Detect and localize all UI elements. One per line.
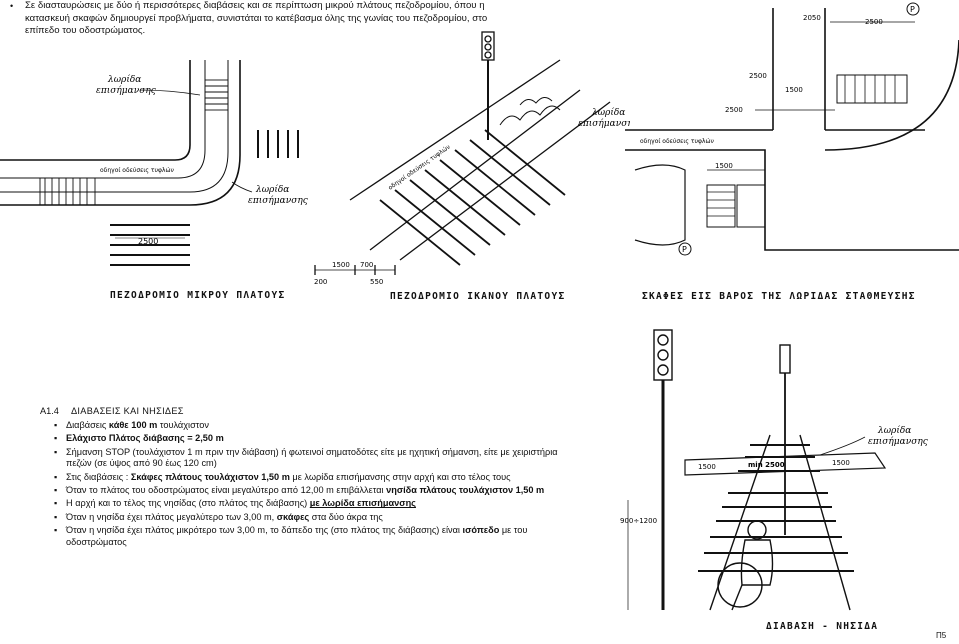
d3-dim-e: 1500 — [785, 86, 803, 94]
d4-caption: ΔΙΑΒΑΣΗ - ΝΗΣΙΔΑ — [766, 621, 879, 632]
list-item-text: Όταν η νησίδα έχει πλάτος μικρότερο των … — [66, 525, 463, 536]
drawing-narrow-sidewalk: λωρίδα επισήμανσης λωρίδα επισήμανσης οδ… — [0, 60, 309, 266]
d4-dim3: 1500 — [832, 459, 850, 467]
d4-label: λωρίδα — [877, 425, 911, 436]
list-item-text: Σήμανση STOP (τουλάχιστον 1 m πριν την δ… — [66, 446, 558, 469]
d3-parking-bottom: P — [682, 245, 687, 254]
list-item: Σήμανση STOP (τουλάχιστον 1 m πριν την δ… — [40, 447, 580, 470]
d1-label-right: λωρίδα — [255, 184, 289, 195]
crossings-section: Α1.4 ΔΙΑΒΑΣΕΙΣ ΚΑΙ ΝΗΣΙΔΕΣ Διαβάσεις κάθ… — [40, 406, 580, 550]
d3-parking-top: P — [910, 5, 915, 14]
d4-height: 900÷1200 — [620, 517, 657, 525]
d3-curb-text: οδηγοί οδεύσεις τυφλών — [640, 138, 714, 145]
list-item-text: Ελάχιστο Πλάτος διάβασης = 2,50 m — [66, 433, 224, 444]
drawing-crossing-island: λωρίδα επισήμανσης 1500 min 2500 1500 90… — [620, 329, 929, 611]
list-item: Η αρχή και το τέλος της νησίδας (στο πλά… — [40, 498, 580, 510]
list-item: Διαβάσεις κάθε 100 m τουλάχιστον — [40, 420, 580, 432]
list-item-text: ισόπεδο — [462, 525, 500, 536]
bullet-icon: • — [10, 1, 14, 11]
list-item: Όταν η νησίδα έχει πλάτος μικρότερο των … — [40, 525, 580, 548]
d4-label2: επισήμανσης — [868, 436, 929, 447]
page-number: Π5 — [936, 631, 947, 640]
d3-dim-a: 2050 — [803, 14, 821, 22]
list-item-text: στα δύο άκρα της — [309, 511, 383, 522]
list-item-text: τουλάχιστον — [157, 420, 209, 430]
intro-paragraph: • Σε διασταυρώσεις με δύο ή περισσότερες… — [10, 0, 510, 38]
d2-label: λωρίδα — [591, 107, 625, 118]
list-item-text: Όταν το πλάτος του οδοστρώματος είναι με… — [66, 485, 387, 496]
d2-dim3: 200 — [314, 278, 327, 286]
list-item: Όταν το πλάτος του οδοστρώματος είναι με… — [40, 485, 580, 497]
d3-dim-c: 2500 — [749, 72, 767, 80]
list-item-text: Διαβάσεις — [66, 420, 109, 430]
section-heading: Α1.4 ΔΙΑΒΑΣΕΙΣ ΚΑΙ ΝΗΣΙΔΕΣ — [40, 406, 580, 420]
d1-label-top2: επισήμανσης — [96, 85, 157, 96]
intro-text: Σε διασταυρώσεις με δύο ή περισσότερες δ… — [25, 0, 488, 37]
list-item-text: με του οδοστρώματος — [66, 525, 528, 547]
d2-dim1: 1500 — [332, 261, 350, 269]
section-title: ΔΙΑΒΑΣΕΙΣ ΚΑΙ ΝΗΣΙΔΕΣ — [71, 406, 184, 416]
d2-dim2: 700 — [360, 261, 373, 269]
d4-dim2: min 2500 — [748, 461, 785, 469]
d3-dim-f: 1500 — [715, 162, 733, 170]
list-item-text: Στις διαβάσεις : — [66, 471, 131, 482]
d3-caption: ΣΚΑΦΕΣ ΕΙΣ ΒΑΡΟΣ ΤΗΣ ΛΩΡΙΔΑΣ ΣΤΑΘΜΕΥΣΗΣ — [642, 291, 916, 302]
drawing-parking-ramps: 2050 2500 2500 2500 1500 1500 οδηγοί οδε… — [625, 2, 959, 256]
drawing-wide-sidewalk: λωρίδα επισήμανσης οδηγοί οδεύσεις τυφλώ… — [314, 31, 630, 286]
d1-label-right2: επισήμανσης — [248, 195, 309, 206]
d3-dim-b: 2500 — [865, 18, 883, 26]
list-item-text: Η αρχή και το τέλος της νησίδας (στο πλά… — [66, 498, 310, 509]
list-item-text: με λωρίδα επισήμανσης στην αρχή και στο … — [289, 471, 511, 482]
list-item: Όταν η νησίδα έχει πλάτος μεγαλύτερο των… — [40, 511, 580, 524]
d3-dim-d: 2500 — [725, 106, 743, 114]
d2-dim4: 550 — [370, 278, 383, 286]
d1-caption: ΠΕΖΟΔΡΟΜΙΟ ΜΙΚΡΟΥ ΠΛΑΤΟΥΣ — [110, 290, 286, 301]
list-item: Στις διαβάσεις : Σκάφες πλάτους τουλάχισ… — [40, 471, 580, 484]
list-item-text: κάθε 100 m — [108, 420, 158, 430]
list-item-text: Σκάφες πλάτους τουλάχιστον 1,50 m — [130, 471, 290, 482]
d1-curb-text: οδηγοί οδεύσεις τυφλών — [100, 167, 174, 174]
d1-label-top: λωρίδα — [107, 74, 141, 85]
d2-caption: ΠΕΖΟΔΡΟΜΙΟ ΙΚΑΝΟΥ ΠΛΑΤΟΥΣ — [390, 291, 566, 302]
list-item: Ελάχιστο Πλάτος διάβασης = 2,50 m — [40, 433, 580, 445]
d1-dim: 2500 — [138, 237, 158, 246]
section-items: Διαβάσεις κάθε 100 m τουλάχιστονΕλάχιστο… — [40, 420, 580, 548]
list-item-text: με λωρίδα επισήμανσης — [309, 498, 416, 509]
d4-dim1: 1500 — [698, 463, 716, 471]
list-item-text: νησίδα πλάτους τουλάχιστον 1,50 m — [386, 485, 545, 496]
list-item-text: σκάφες — [276, 511, 310, 522]
list-item-text: Όταν η νησίδα έχει πλάτος μεγαλύτερο των… — [66, 511, 277, 522]
section-number: Α1.4 — [40, 406, 59, 416]
d2-label2: επισήμανσης — [578, 118, 630, 129]
